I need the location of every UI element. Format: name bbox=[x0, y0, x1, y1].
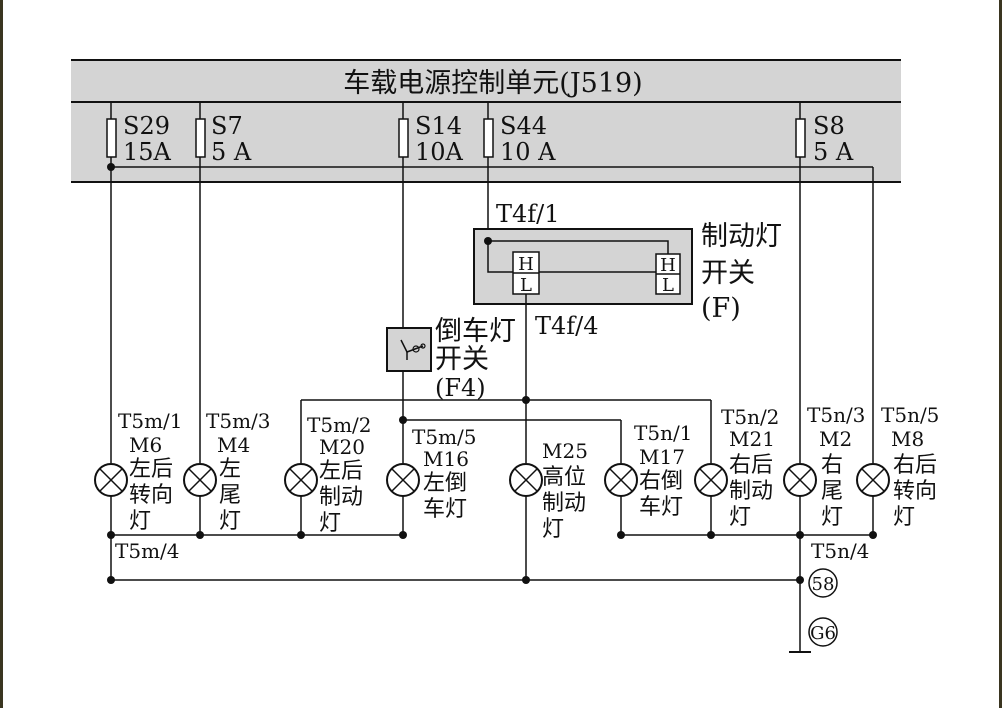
lamp-m2-code: M2 bbox=[819, 427, 852, 451]
fuse-s14-rating: 10A bbox=[415, 138, 464, 166]
lamp-m2: T5n/3 M2 右 尾 灯 bbox=[783, 403, 865, 580]
brake-switch-name-1: 制动灯 bbox=[701, 221, 782, 252]
fuse-s44-rating: 10 A bbox=[500, 138, 556, 166]
ground-point-58 bbox=[808, 568, 838, 598]
return-wiring: T5m/4 T5n/4 58 G6 bbox=[107, 531, 877, 653]
lamp-m8-code: M8 bbox=[891, 427, 924, 451]
lamp-m4-name-1: 左 bbox=[219, 457, 241, 482]
lamp-m17-name-1: 右倒 bbox=[639, 469, 683, 494]
fuse-s7-id: S7 bbox=[211, 112, 243, 140]
lamp-m6-name-2: 转向 bbox=[129, 483, 173, 508]
lamp-m2-name-3: 灯 bbox=[821, 505, 843, 530]
lamp-m8-pin: T5n/5 bbox=[881, 403, 939, 427]
lamp-m21-name-1: 右后 bbox=[729, 453, 773, 478]
lamp-m21-pin: T5n/2 bbox=[721, 405, 779, 429]
lamp-m20-code: M20 bbox=[319, 435, 365, 459]
lamp-m2-name-1: 右 bbox=[821, 453, 843, 478]
lamp-m17-name-2: 车灯 bbox=[639, 495, 683, 520]
lamp-m4: T5m/3 M4 左 尾 灯 bbox=[183, 409, 271, 535]
lamp-m25: M25 高位 制动 灯 bbox=[509, 439, 588, 580]
lamp-m17-pin: T5n/1 bbox=[634, 421, 692, 445]
lamp-m4-code: M4 bbox=[217, 433, 250, 457]
lamp-m20-pin: T5m/2 bbox=[307, 413, 372, 437]
lamp-m2-name-2: 尾 bbox=[821, 479, 843, 504]
ground-g6 bbox=[808, 617, 838, 647]
brake-switch-pin-out: T4f/4 bbox=[535, 312, 599, 340]
ground-left-pin: T5m/4 bbox=[115, 539, 180, 563]
distribution-rails bbox=[300, 396, 712, 463]
lamp-m25-name-2: 制动 bbox=[542, 491, 586, 516]
lamp-m20-name-3: 灯 bbox=[319, 511, 341, 536]
lamp-m6-name-1: 左后 bbox=[129, 457, 173, 482]
lamp-m17-code: M17 bbox=[639, 445, 685, 469]
fuse-s8-rating: 5 A bbox=[813, 138, 854, 166]
lamp-m20-name-2: 制动 bbox=[319, 485, 363, 510]
control-unit-title: 车载电源控制单元(J519) bbox=[343, 68, 642, 99]
fuse-s29-rating: 15A bbox=[123, 138, 172, 166]
brake-switch-code: (F) bbox=[701, 293, 741, 324]
lamp-m4-name-2: 尾 bbox=[219, 483, 241, 508]
brake-light-switch: T4f/1 H L H L 制动灯 开关 (F) T4f/4 bbox=[473, 200, 782, 340]
ground-g6-label: G6 bbox=[810, 623, 836, 644]
reverse-switch-code: (F4) bbox=[435, 374, 486, 402]
lamp-m4-name-3: 灯 bbox=[219, 509, 241, 534]
fuse-s44-id: S44 bbox=[500, 112, 547, 140]
lamp-m6: T5m/1 M6 左后 转向 灯 bbox=[94, 409, 183, 535]
lamp-m16-pin: T5m/5 bbox=[412, 425, 477, 449]
lamp-m21-code: M21 bbox=[729, 427, 775, 451]
fuse-s8-id: S8 bbox=[813, 112, 845, 140]
reverse-switch-name-2: 开关 bbox=[435, 344, 489, 375]
fuse-s7: S7 5 A bbox=[195, 112, 252, 166]
lamp-m25-code: M25 bbox=[542, 439, 588, 463]
reverse-switch-name-1: 倒车灯 bbox=[435, 316, 516, 347]
lamp-m16-name-2: 车灯 bbox=[423, 497, 467, 522]
lamp-m4-pin: T5m/3 bbox=[206, 409, 271, 433]
lamp-m6-pin: T5m/1 bbox=[118, 409, 183, 433]
brake-switch-pin-in: T4f/1 bbox=[496, 200, 560, 228]
lamp-m8: T5n/5 M8 右后 转向 灯 bbox=[856, 403, 939, 535]
lamp-m8-name-3: 灯 bbox=[893, 505, 915, 530]
contact-l-right: L bbox=[662, 275, 674, 296]
brake-switch-name-2: 开关 bbox=[701, 258, 755, 289]
lamp-m25-name-3: 灯 bbox=[542, 517, 564, 542]
fuse-s29: S29 15A bbox=[106, 112, 172, 166]
contact-l-left: L bbox=[520, 275, 532, 296]
lamp-m21-name-2: 制动 bbox=[729, 479, 773, 504]
ground-right-pin: T5n/4 bbox=[811, 539, 869, 563]
lamp-m16-name-1: 左倒 bbox=[423, 471, 467, 496]
lamp-m8-name-1: 右后 bbox=[893, 453, 937, 478]
lamp-m6-code: M6 bbox=[129, 433, 162, 457]
lamp-m25-name-1: 高位 bbox=[542, 465, 586, 490]
lamp-m17: T5n/1 M17 右倒 车灯 bbox=[604, 421, 692, 535]
fuse-s7-rating: 5 A bbox=[211, 138, 252, 166]
lamp-m21: T5n/2 M21 右后 制动 灯 bbox=[694, 405, 779, 535]
lamp-m20: T5m/2 M20 左后 制动 灯 bbox=[284, 413, 372, 536]
wiring-diagram: 车载电源控制单元(J519) S29 15A S7 5 A S14 10A S4… bbox=[71, 59, 939, 653]
ground-point-label: 58 bbox=[812, 574, 835, 595]
lamp-m8-name-2: 转向 bbox=[893, 479, 937, 504]
lamp-m6-name-3: 灯 bbox=[129, 509, 151, 534]
fuse-s14-id: S14 bbox=[415, 112, 462, 140]
lamp-m20-name-1: 左后 bbox=[319, 459, 363, 484]
vertical-feed-wires bbox=[110, 157, 874, 463]
contact-h-left: H bbox=[518, 254, 534, 275]
lamp-m21-name-3: 灯 bbox=[729, 505, 751, 530]
contact-h-right: H bbox=[660, 255, 676, 276]
lamp-m16-code: M16 bbox=[423, 447, 469, 471]
lamp-m2-pin: T5n/3 bbox=[807, 403, 865, 427]
lamp-m16: T5m/5 M16 左倒 车灯 bbox=[386, 425, 477, 535]
fuse-s29-id: S29 bbox=[123, 112, 170, 140]
reverse-light-switch: 倒车灯 开关 (F4) bbox=[386, 316, 516, 402]
